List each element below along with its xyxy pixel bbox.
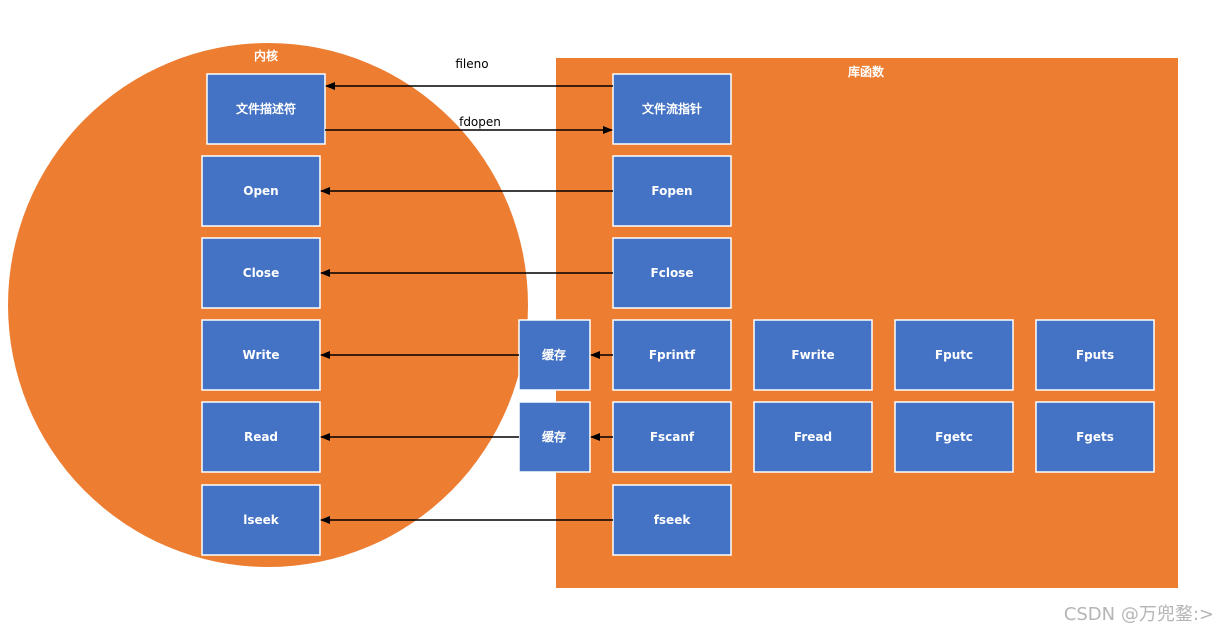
node-fclose-label: Fclose bbox=[651, 266, 694, 280]
node-fclose: Fclose bbox=[612, 237, 732, 309]
node-read-label: Read bbox=[244, 430, 278, 444]
watermark: CSDN @万兜鍪:> bbox=[1063, 604, 1214, 625]
node-stream-ptr: 文件流指针 bbox=[612, 73, 732, 145]
node-fd: 文件描述符 bbox=[206, 73, 326, 145]
node-fgetc: Fgetc bbox=[894, 401, 1014, 473]
node-lseek-label: lseek bbox=[243, 513, 280, 527]
node-open-label: Open bbox=[243, 184, 278, 198]
node-fseek-label: fseek bbox=[654, 513, 692, 527]
node-fputc: Fputc bbox=[894, 319, 1014, 391]
node-fread-label: Fread bbox=[794, 430, 832, 444]
node-read: Read bbox=[201, 401, 321, 473]
node-fseek: fseek bbox=[612, 484, 732, 556]
node-close-label: Close bbox=[243, 266, 279, 280]
node-fprintf: Fprintf bbox=[612, 319, 732, 391]
node-fgetc-label: Fgetc bbox=[935, 430, 973, 444]
node-open: Open bbox=[201, 155, 321, 227]
node-fputc-label: Fputc bbox=[935, 348, 973, 362]
node-fd-label: 文件描述符 bbox=[236, 101, 296, 116]
node-fopen-label: Fopen bbox=[651, 184, 692, 198]
node-lseek: lseek bbox=[201, 484, 321, 556]
node-fputs: Fputs bbox=[1035, 319, 1155, 391]
node-fopen: Fopen bbox=[612, 155, 732, 227]
node-buffer-read: 缓存 bbox=[518, 401, 591, 473]
node-buffer-write-label: 缓存 bbox=[542, 347, 566, 362]
node-fread: Fread bbox=[753, 401, 873, 473]
kernel-label: 内核 bbox=[254, 48, 278, 63]
node-fwrite-label: Fwrite bbox=[791, 348, 834, 362]
node-fprintf-label: Fprintf bbox=[649, 348, 696, 362]
node-close: Close bbox=[201, 237, 321, 309]
node-fgets: Fgets bbox=[1035, 401, 1155, 473]
node-stream-ptr-label: 文件流指针 bbox=[642, 101, 702, 116]
edge-fileno-label: fileno bbox=[455, 57, 488, 71]
node-fscanf: Fscanf bbox=[612, 401, 732, 473]
node-fputs-label: Fputs bbox=[1076, 348, 1114, 362]
node-fgets-label: Fgets bbox=[1076, 430, 1114, 444]
node-buffer-read-label: 缓存 bbox=[542, 429, 566, 444]
edge-fdopen-label: fdopen bbox=[459, 115, 501, 129]
node-write-label: Write bbox=[243, 348, 280, 362]
node-write: Write bbox=[201, 319, 321, 391]
node-fscanf-label: Fscanf bbox=[650, 430, 695, 444]
library-label: 库函数 bbox=[848, 64, 885, 79]
node-fwrite: Fwrite bbox=[753, 319, 873, 391]
node-buffer-write: 缓存 bbox=[518, 319, 591, 391]
